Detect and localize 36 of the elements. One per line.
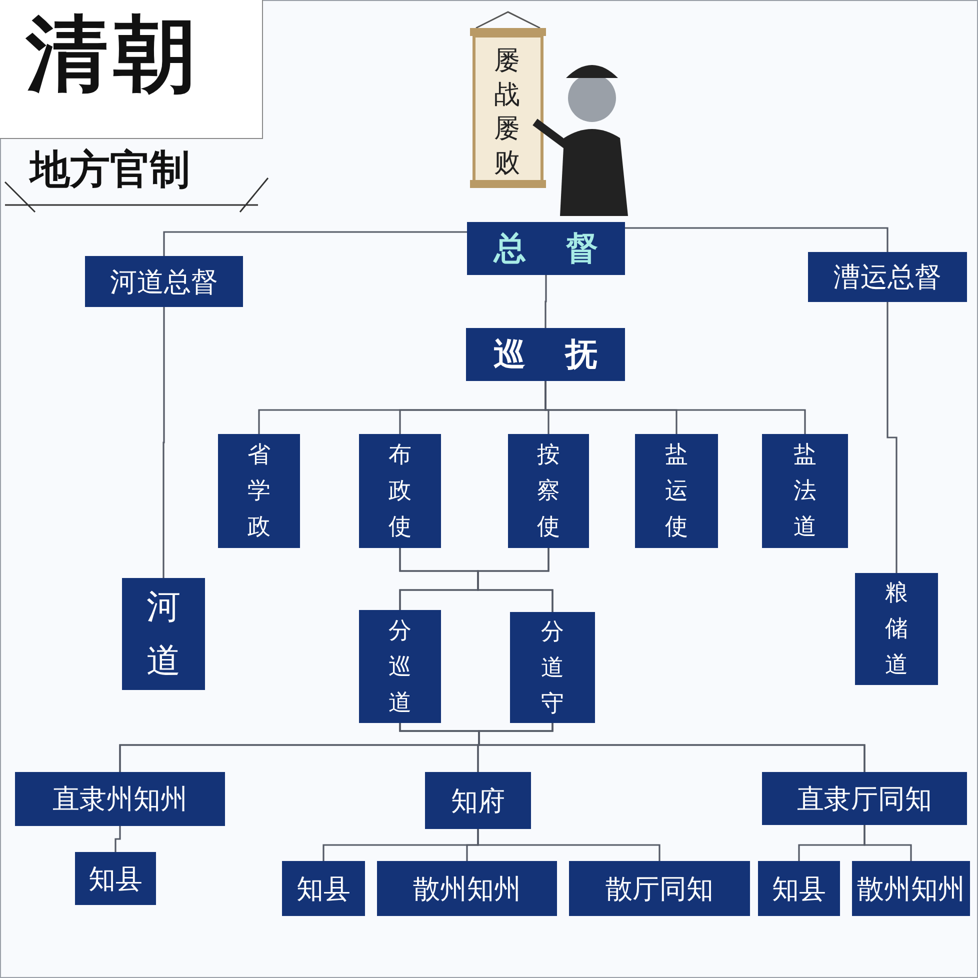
org-box: 河道总督 (85, 256, 243, 307)
connector-line (478, 723, 866, 772)
connector-line (163, 231, 467, 256)
connector-line (544, 275, 547, 328)
org-box: 知府 (425, 772, 531, 829)
connector-line (477, 548, 554, 612)
org-box: 散厅同知 (569, 861, 750, 916)
connector-line (162, 307, 165, 578)
org-box: 盐运使 (635, 434, 718, 548)
org-box: 分巡道 (359, 610, 441, 723)
org-box: 知县 (75, 852, 156, 905)
org-box: 省学政 (218, 434, 300, 548)
org-box: 直隶州知州 (15, 772, 225, 826)
connector-line (477, 829, 660, 861)
org-box: 巡抚 (466, 328, 625, 381)
org-box: 知县 (282, 861, 365, 916)
connector-line (114, 826, 121, 852)
org-box: 知县 (758, 861, 840, 916)
org-box: 按察使 (508, 434, 589, 548)
org-box: 总督 (467, 222, 625, 275)
org-box: 盐法道 (762, 434, 848, 548)
org-box: 直隶厅同知 (762, 772, 967, 825)
org-box: 散州知州 (852, 861, 970, 916)
connector-line (886, 302, 898, 573)
connector-line (625, 227, 888, 252)
connector-line (544, 381, 806, 434)
title: 清朝 (26, 10, 202, 100)
subtitle: 地方官制 (30, 148, 190, 192)
org-box: 粮储道 (855, 573, 938, 685)
org-box: 漕运总督 (808, 252, 967, 302)
scroll-text: 屡战屡败 (493, 45, 521, 180)
org-box: 河道 (122, 578, 205, 690)
org-box: 分道守 (510, 612, 595, 723)
org-box: 散州知州 (377, 861, 557, 916)
connector-line (864, 825, 912, 861)
org-box: 布政使 (359, 434, 441, 548)
